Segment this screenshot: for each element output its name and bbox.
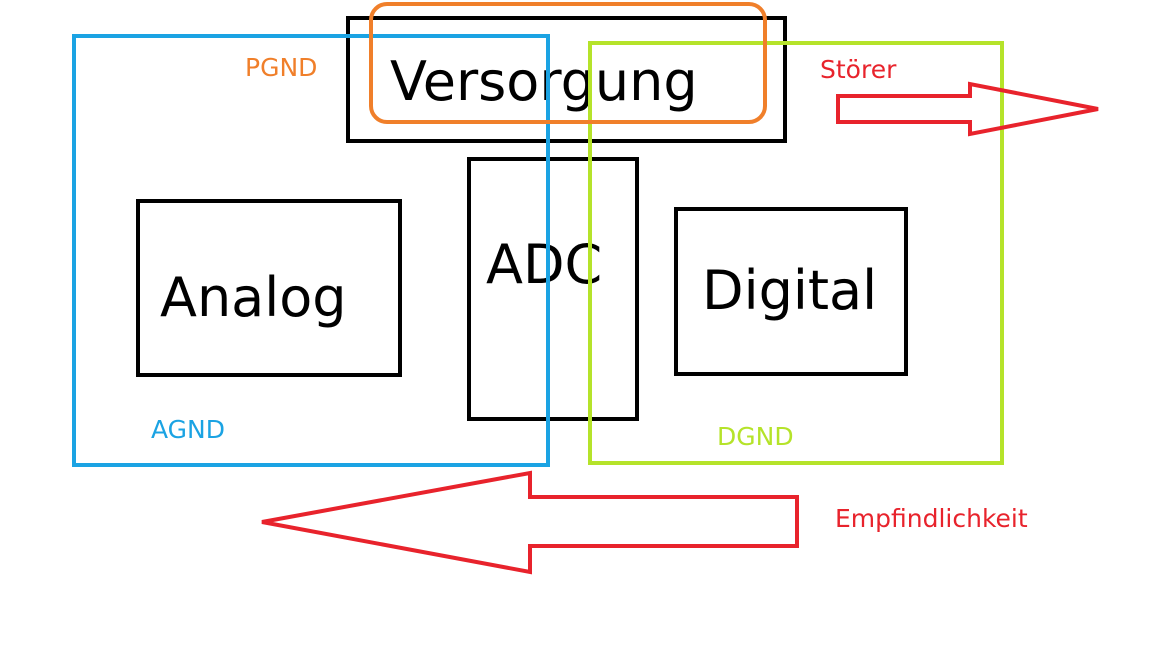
digital-block (674, 207, 908, 376)
empfindlichkeit-label: Empfindlichkeit (835, 504, 1028, 533)
digital-label: Digital (702, 259, 877, 322)
stoerer-arrow (836, 81, 1099, 137)
empfindlichkeit-arrow (261, 470, 799, 575)
pgnd-label: PGND (245, 53, 317, 82)
adc-label: ADC (486, 233, 602, 296)
dgnd-domain (588, 41, 1004, 465)
dgnd-label: DGND (717, 422, 794, 451)
agnd-domain (72, 34, 550, 467)
analog-label: Analog (160, 266, 347, 329)
agnd-label: AGND (151, 415, 225, 444)
versorgung-block (346, 16, 787, 143)
versorgung-label: Versorgung (390, 50, 698, 113)
stoerer-label: Störer (820, 55, 897, 84)
analog-block (136, 199, 402, 377)
pgnd-domain (369, 2, 767, 124)
adc-block (467, 157, 639, 421)
